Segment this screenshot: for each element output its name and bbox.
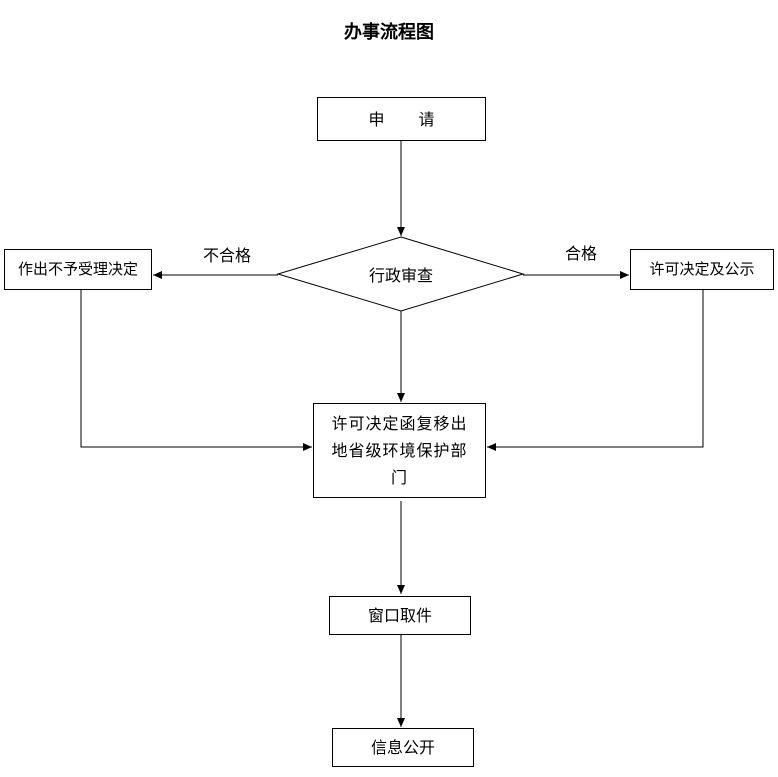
node-pickup-label: 窗口取件	[367, 606, 432, 625]
node-reject: 作出不予受理决定	[4, 249, 152, 290]
node-reject-label: 作出不予受理决定	[17, 260, 138, 278]
edge-label-fail: 不合格	[203, 246, 252, 265]
node-approve: 许可决定及公示	[630, 249, 774, 290]
node-pickup: 窗口取件	[329, 596, 471, 635]
node-transfer: 许可决定函复移出地省级环境保护部门	[313, 403, 486, 498]
node-apply-label: 申请	[368, 109, 469, 129]
edge-label-pass: 合格	[565, 244, 598, 263]
edge-approve-transfer	[487, 290, 704, 451]
node-publish-label: 信息公开	[370, 738, 435, 757]
edge-reject-transfer	[80, 290, 312, 451]
node-transfer-label: 许可决定函复移出地省级环境保护部门	[331, 414, 468, 487]
diagram-title: 办事流程图	[344, 22, 434, 43]
node-approve-label: 许可决定及公示	[649, 260, 755, 278]
node-review-label: 行政审查	[368, 266, 433, 285]
node-publish: 信息公开	[332, 728, 474, 767]
node-apply: 申请	[317, 97, 486, 141]
